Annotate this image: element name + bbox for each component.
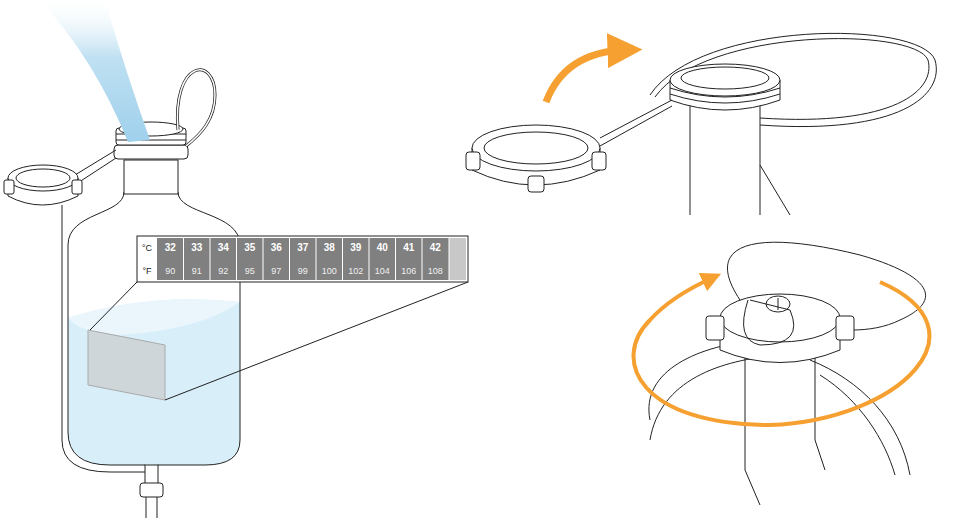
temperature-value: 38 [316, 242, 343, 254]
temperature-value: 39 [343, 242, 370, 254]
temperature-value: 99 [290, 265, 317, 277]
temperature-value: 32 [157, 242, 184, 254]
leader-line [90, 282, 468, 400]
temperature-value: 100 [316, 265, 343, 277]
temperature-value: 92 [210, 265, 237, 277]
temperature-value: 40 [369, 242, 396, 254]
unit-label: °C [137, 242, 157, 254]
bag [4, 70, 240, 518]
temperature-value: 36 [263, 242, 290, 254]
temperature-strip [137, 236, 468, 282]
temperature-value: 41 [396, 242, 423, 254]
temperature-value: 42 [422, 242, 449, 254]
temperature-value: 106 [396, 265, 423, 277]
temperature-value: 34 [210, 242, 237, 254]
temperature-value: 37 [290, 242, 317, 254]
temperature-value: 91 [184, 265, 211, 277]
temperature-value: 108 [422, 265, 449, 277]
temperature-value: 33 [184, 242, 211, 254]
temperature-scale: °C3233343536373839404142°F90919295979910… [137, 236, 468, 282]
twist-arrow [633, 278, 929, 425]
temperature-value: 97 [263, 265, 290, 277]
water-stream [40, 0, 150, 142]
open-cap [466, 33, 936, 215]
unit-label: °F [137, 265, 157, 277]
temperature-value: 95 [237, 265, 264, 277]
temperature-value: 102 [343, 265, 370, 277]
temperature-value: 35 [237, 242, 264, 254]
open-arrow [546, 50, 625, 102]
temperature-value: 104 [369, 265, 396, 277]
temperature-value: 90 [157, 265, 184, 277]
